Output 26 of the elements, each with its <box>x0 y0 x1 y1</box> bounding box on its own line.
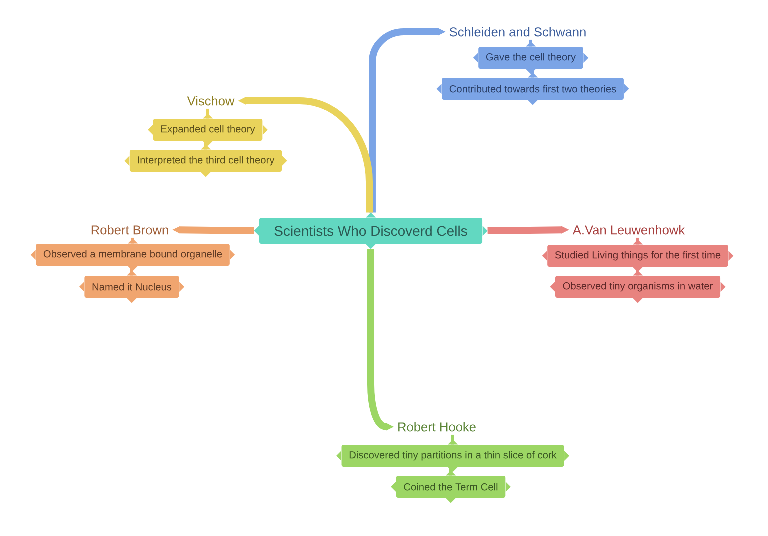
note-box: Observed a membrane bound organelle <box>30 238 236 272</box>
note-box: Coined the Term Cell <box>391 470 511 504</box>
branch-title: Robert Hooke <box>398 422 476 432</box>
note-box: Discovered tiny partitions in a thin slice of cork <box>336 440 570 472</box>
connector <box>452 434 454 445</box>
connector <box>130 266 134 276</box>
connector <box>206 108 210 119</box>
connector <box>450 467 452 476</box>
connector <box>132 238 134 244</box>
branch-title: Schleiden and Schwann <box>450 27 586 37</box>
connector <box>636 267 640 276</box>
note-box: Studied Living things for the first time <box>542 240 734 272</box>
note-box: Observed tiny organisms in water <box>550 270 726 304</box>
note-box: Named it Nucleus <box>79 270 185 304</box>
topic-box: Scientists Who Discoverd Cells <box>254 212 488 250</box>
connector <box>204 141 208 150</box>
note-box: Gave the cell theory <box>473 42 589 74</box>
branch-title: A.Van Leuwenhowk <box>572 225 686 235</box>
connector <box>530 40 532 47</box>
note-box: Expanded cell theory <box>148 114 268 146</box>
note-box: Interpreted the third cell theory <box>124 144 288 178</box>
note-box: Contributed towards first two theories <box>436 72 630 106</box>
connector <box>532 69 534 78</box>
connector <box>636 238 640 245</box>
branch-title: Vischow <box>187 96 235 106</box>
branch-title: Robert Brown <box>92 225 168 235</box>
